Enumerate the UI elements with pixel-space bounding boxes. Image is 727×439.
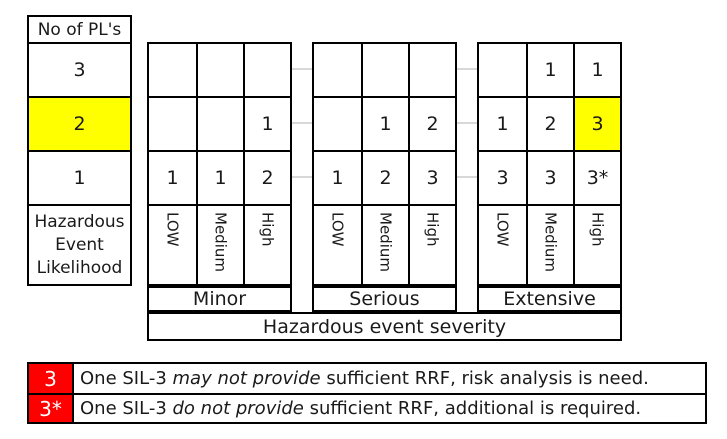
cell-extensive-pl1-high: 3* xyxy=(573,150,620,204)
col-label-text: Medium xyxy=(376,212,395,272)
severity-label-serious: Serious xyxy=(312,286,457,312)
severity-axis-label: Hazardous event severity xyxy=(147,312,622,341)
matrix-group-extensive: 1 1 1 2 3 3 3 3* LOW Medium High xyxy=(477,42,622,286)
col-label-text: High xyxy=(258,212,277,247)
col-label-text: High xyxy=(423,212,442,247)
col-label-text: LOW xyxy=(163,212,182,247)
cell-extensive-pl1-medium: 3 xyxy=(526,150,573,204)
cell-extensive-pl3-low xyxy=(479,44,526,96)
cell-minor-pl1-medium: 1 xyxy=(196,150,243,204)
legend-text-italic: do not provide xyxy=(172,398,304,419)
cell-minor-pl2-low xyxy=(149,96,196,150)
cell-minor-pl2-medium xyxy=(196,96,243,150)
legend-text-prefix: One SIL-3 xyxy=(80,398,173,419)
cell-serious-pl2-low xyxy=(314,96,361,150)
legend-text-3-star: One SIL-3 do not provide sufficient RRF,… xyxy=(74,395,705,422)
col-label-extensive-high: High xyxy=(573,204,620,284)
cell-minor-pl1-high: 2 xyxy=(243,150,290,204)
likelihood-axis-label: Hazardous Event Likelihood xyxy=(29,204,130,284)
legend-table: 3 One SIL-3 may not provide sufficient R… xyxy=(27,362,707,424)
pl-row-1: 1 xyxy=(29,150,130,204)
cell-minor-pl3-low xyxy=(149,44,196,96)
legend-row-sil3-star: 3* One SIL-3 do not provide sufficient R… xyxy=(29,393,705,422)
legend-text-suffix: sufficient RRF, additional is required. xyxy=(303,398,642,419)
col-label-serious-medium: Medium xyxy=(361,204,408,284)
cell-serious-pl3-high xyxy=(408,44,455,96)
cell-serious-pl3-low xyxy=(314,44,361,96)
cell-serious-pl3-medium xyxy=(361,44,408,96)
cell-minor-pl3-high xyxy=(243,44,290,96)
col-label-text: Medium xyxy=(541,212,560,272)
pl-row-2-highlighted: 2 xyxy=(29,96,130,150)
legend-text-3: One SIL-3 may not provide sufficient RRF… xyxy=(74,364,705,393)
pl-count-header: No of PL's xyxy=(37,19,122,40)
legend-text-suffix: sufficient RRF, risk analysis is need. xyxy=(320,368,649,389)
cell-serious-pl1-medium: 2 xyxy=(361,150,408,204)
cell-minor-pl2-high: 1 xyxy=(243,96,290,150)
pl-row-3: 3 xyxy=(29,42,130,96)
legend-key-3: 3 xyxy=(29,364,74,393)
severity-label-minor: Minor xyxy=(147,286,292,312)
col-label-text: High xyxy=(588,212,607,247)
legend-row-sil3: 3 One SIL-3 may not provide sufficient R… xyxy=(29,364,705,393)
cell-extensive-pl3-medium: 1 xyxy=(526,44,573,96)
legend-key-3-star: 3* xyxy=(29,395,74,422)
col-label-minor-high: High xyxy=(243,204,290,284)
connector-line xyxy=(292,68,312,70)
col-label-text: LOW xyxy=(493,212,512,247)
cell-extensive-pl2-low: 1 xyxy=(479,96,526,150)
connector-line xyxy=(457,176,477,178)
col-label-serious-high: High xyxy=(408,204,455,284)
cell-minor-pl3-medium xyxy=(196,44,243,96)
col-label-serious-low: LOW xyxy=(314,204,361,284)
col-label-text: LOW xyxy=(328,212,347,247)
connector-line xyxy=(457,122,477,124)
cell-extensive-pl2-medium: 2 xyxy=(526,96,573,150)
likelihood-table: No of PL's 3 2 1 Hazardous Event Likelih… xyxy=(27,15,132,286)
connector-line xyxy=(457,68,477,70)
connector-line xyxy=(292,176,312,178)
connector-line xyxy=(292,122,312,124)
col-label-extensive-low: LOW xyxy=(479,204,526,284)
col-label-extensive-medium: Medium xyxy=(526,204,573,284)
cell-extensive-pl2-high-highlighted: 3 xyxy=(573,96,620,150)
legend-text-italic: may not provide xyxy=(172,368,321,389)
cell-serious-pl2-medium: 1 xyxy=(361,96,408,150)
cell-extensive-pl3-high: 1 xyxy=(573,44,620,96)
cell-extensive-pl1-low: 3 xyxy=(479,150,526,204)
cell-serious-pl2-high: 2 xyxy=(408,96,455,150)
col-label-minor-low: LOW xyxy=(149,204,196,284)
matrix-group-minor: 1 1 1 2 LOW Medium High xyxy=(147,42,292,286)
cell-serious-pl1-high: 3 xyxy=(408,150,455,204)
legend-text-prefix: One SIL-3 xyxy=(80,368,173,389)
col-label-minor-medium: Medium xyxy=(196,204,243,284)
col-label-text: Medium xyxy=(211,212,230,272)
severity-label-extensive: Extensive xyxy=(477,286,622,312)
matrix-group-serious: 1 2 1 2 3 LOW Medium High xyxy=(312,42,457,286)
cell-serious-pl1-low: 1 xyxy=(314,150,361,204)
cell-minor-pl1-low: 1 xyxy=(149,150,196,204)
